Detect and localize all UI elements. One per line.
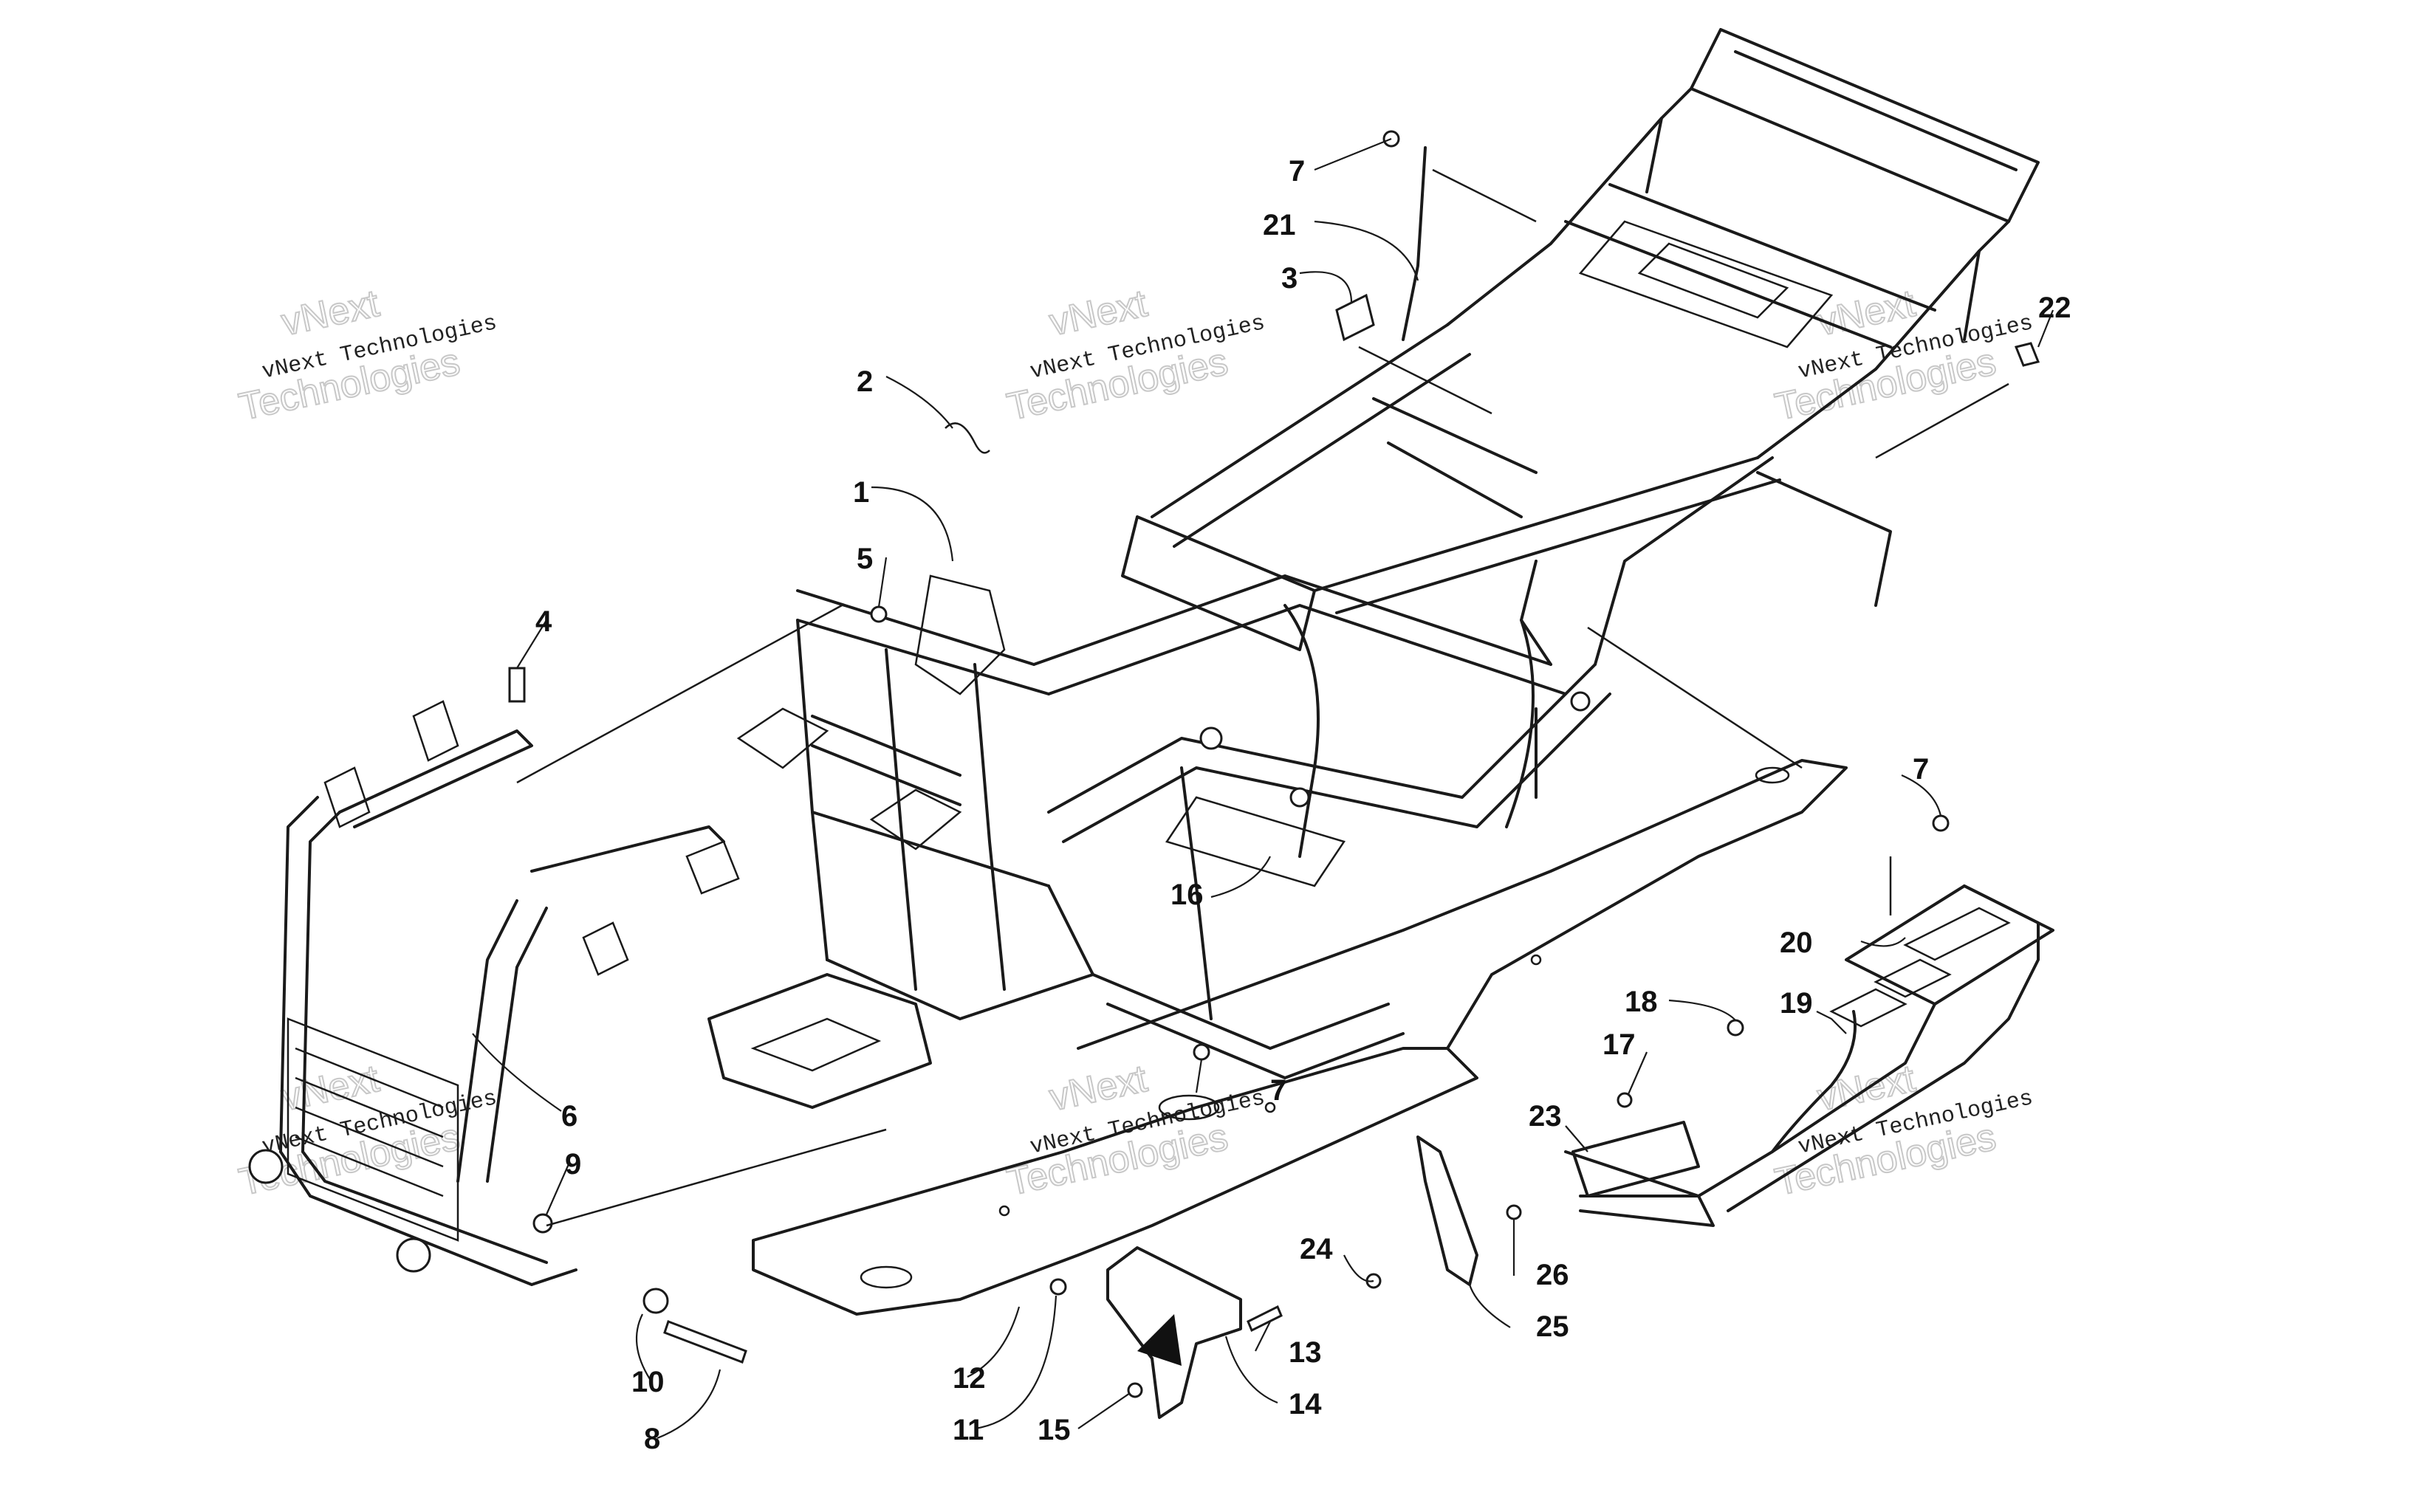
part-7-bolt-middle [1193,1043,1210,1061]
callout-9: 9 [565,1148,581,1181]
leader-lines [472,137,2054,1440]
watermark-big-top: vNext [1046,1057,1151,1119]
part-16-pad [1165,796,1346,887]
watermark-2: vNext vNext Technologies Technologies [1003,281,1267,430]
callout-8: 8 [644,1423,660,1455]
part-10-washer [642,1288,669,1314]
callout-17: 17 [1603,1028,1636,1061]
part-14-bracket [1106,1246,1242,1419]
part-18-fastener [1727,1019,1744,1037]
callout-18: 18 [1625,986,1658,1018]
callout-5: 5 [857,543,873,575]
callout-24: 24 [1300,1233,1333,1265]
callout-4: 4 [535,605,552,638]
part-21-strap [1402,146,1427,341]
part-7-bolt-right [1932,814,1950,832]
rear-rack [1564,884,2054,1227]
callout-26: 26 [1536,1259,1569,1291]
callout-20: 20 [1780,927,1813,959]
callout-7-right: 7 [1913,753,1929,786]
callout-21: 21 [1263,209,1296,241]
watermark-1: vNext vNext Technologies Technologies [235,281,499,430]
part-23-hitch [1571,1121,1700,1197]
part-9-bushing [532,1213,553,1234]
part-11-fastener [1049,1278,1067,1296]
callout-23: 23 [1529,1100,1562,1133]
callout-14: 14 [1289,1388,1322,1420]
callout-2: 2 [857,365,873,398]
part-8-bolt [663,1320,747,1364]
part-2-clip [945,422,990,454]
callout-6: 6 [561,1100,577,1133]
callout-25: 25 [1536,1310,1569,1343]
callout-10: 10 [631,1366,665,1398]
part-19-cable [1771,1010,1857,1153]
part-25-bracket [1416,1135,1478,1286]
part-17-fastener [1617,1092,1633,1108]
callout-3: 3 [1281,262,1298,295]
part-5-nut [870,605,888,623]
part-14-arrow [1137,1314,1182,1366]
callout-16: 16 [1170,879,1204,911]
callout-7-top: 7 [1289,155,1305,188]
callout-13: 13 [1289,1336,1322,1369]
callout-19: 19 [1780,987,1813,1020]
watermark-big-top: vNext [278,282,383,344]
part-13-bolt [1247,1305,1283,1333]
watermark-big-top: vNext [1814,282,1919,344]
part-22-fastener [2014,342,2040,367]
callout-labels: 2 1 5 3 4 7 21 22 7 20 18 19 17 23 16 7 … [535,155,2071,1455]
callout-22: 22 [2038,292,2071,324]
callout-1: 1 [853,476,869,509]
watermark-big-top: vNext [278,1057,383,1119]
main-frame [707,28,2040,1109]
callout-12: 12 [953,1362,986,1395]
part-15-nut [1127,1382,1143,1398]
part-3-pad [1335,293,1375,342]
callout-11: 11 [953,1414,984,1446]
callout-15: 15 [1038,1414,1071,1446]
part-26-nut [1506,1204,1522,1220]
callout-7-middle: 7 [1270,1074,1286,1107]
watermark-5: vNext vNext Technologies Technologies [1003,1056,1267,1205]
watermark-big-top: vNext [1046,282,1151,344]
skid-plate [752,759,1848,1316]
part-4-bolt [508,667,526,703]
front-bumper [248,700,740,1286]
